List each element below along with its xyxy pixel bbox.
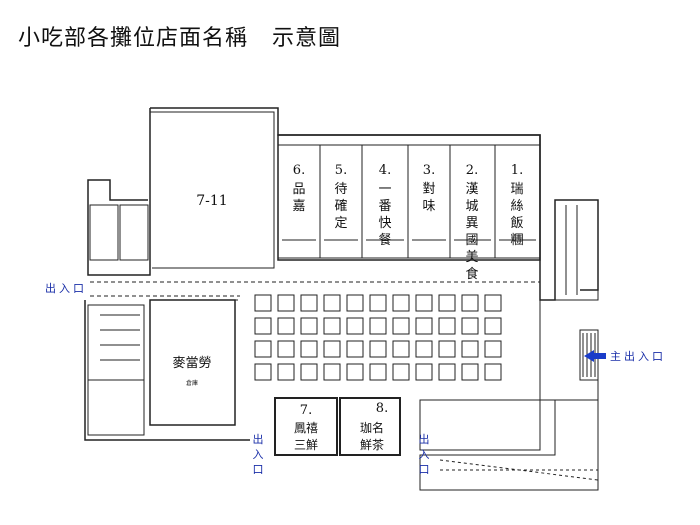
stall-8-name-line1: 珈名 — [360, 420, 384, 435]
seating-table — [461, 317, 479, 335]
bottom-right-exit-label: 出入口 — [419, 432, 430, 476]
seating-table — [461, 363, 479, 381]
seating-table — [392, 340, 410, 358]
seating-table — [484, 317, 502, 335]
bottom-left-exit-label: 出入口 — [253, 432, 264, 476]
stall-3-name-char: 味 — [422, 199, 435, 214]
stall-2-name-char: 異 — [465, 216, 478, 231]
stall-4-name-char: 番 — [378, 199, 391, 214]
seating-table — [438, 363, 456, 381]
seating-table — [392, 317, 410, 335]
seating-table — [369, 340, 387, 358]
seating-table — [346, 340, 364, 358]
main-exit-arrow-icon — [584, 350, 606, 362]
stall-4-name-char: 快 — [378, 216, 391, 231]
seating-table — [254, 340, 272, 358]
stall-3-name-char: 對 — [422, 182, 435, 197]
page-title: 小吃部各攤位店面名稱 示意圖 — [18, 26, 341, 51]
seating-table — [346, 363, 364, 381]
seating-table — [484, 363, 502, 381]
seating-table — [300, 363, 318, 381]
seating-table — [323, 340, 341, 358]
seating-table — [277, 340, 295, 358]
stall-2-name-char: 食 — [465, 266, 478, 282]
seating-table — [438, 294, 456, 312]
stall-6-name-char: 嘉 — [292, 199, 305, 214]
stall-1-name-char: 飯 — [510, 216, 523, 231]
stall-4-number: 4. — [379, 163, 391, 178]
seating-table — [369, 363, 387, 381]
seating-table — [346, 317, 364, 335]
seating-table — [415, 340, 433, 358]
seating-table — [415, 294, 433, 312]
stall-8-name-line2: 鮮茶 — [360, 437, 384, 452]
seating-table — [254, 294, 272, 312]
mcdonalds-sub-label: 倉庫 — [186, 379, 198, 387]
seating-table — [415, 363, 433, 381]
seating-table — [277, 363, 295, 381]
stall-8-number: 8. — [376, 401, 388, 416]
seating-table — [300, 340, 318, 358]
stall-2-name-char: 漢 — [465, 182, 478, 197]
large-unit-label: 7-11 — [196, 193, 227, 209]
stall-2-name-char: 城 — [465, 199, 478, 214]
stall-2-name-char: 美 — [465, 250, 478, 265]
svg-text:出入口: 出入口 — [419, 432, 430, 476]
seating-table — [392, 363, 410, 381]
stall-1-number: 1. — [511, 163, 523, 178]
seating-table — [392, 294, 410, 312]
stall-5-name-char: 待 — [334, 182, 347, 197]
main-exit-label: 主出入口 — [610, 349, 666, 363]
stall-5-name-char: 定 — [334, 216, 347, 231]
seating-table — [369, 317, 387, 335]
seating-table — [461, 340, 479, 358]
seating-table — [323, 317, 341, 335]
seating-table — [415, 317, 433, 335]
svg-text:出入口: 出入口 — [253, 432, 264, 476]
stall-5-name-char: 確 — [334, 198, 347, 214]
left-exit-label: 出入口 — [45, 281, 87, 295]
seating-table — [369, 294, 387, 312]
stall-6-name-char: 品 — [292, 182, 305, 197]
seating-table — [484, 340, 502, 358]
stall-1-name-char: 絲 — [510, 199, 523, 214]
seating-table — [323, 363, 341, 381]
stall-2-name-char: 國 — [465, 233, 478, 248]
stall-1-name-char: 瑞 — [510, 182, 523, 197]
seating-table — [277, 317, 295, 335]
stall-7-number: 7. — [300, 403, 312, 418]
seating-table — [300, 294, 318, 312]
seating-table — [346, 294, 364, 312]
seating-table — [254, 363, 272, 381]
stall-3-number: 3. — [423, 163, 435, 178]
stall-1-name-char: 糰 — [510, 233, 523, 248]
seating-table — [323, 294, 341, 312]
mcdonalds-label: 麥當勞 — [172, 355, 211, 371]
stall-7-name-line2: 三鮮 — [294, 438, 318, 452]
seating-table — [438, 317, 456, 335]
stall-2-number: 2. — [466, 163, 478, 178]
seating-table — [461, 294, 479, 312]
stall-5-number: 5. — [335, 163, 347, 178]
seating-table — [254, 317, 272, 335]
seating-table — [438, 340, 456, 358]
seating-table — [277, 294, 295, 312]
stall-4-name-char: 餐 — [378, 232, 391, 248]
stall-6-number: 6. — [293, 163, 305, 178]
seating-table — [300, 317, 318, 335]
stall-4-name-char: 一 — [378, 182, 391, 197]
stall-7-name-line1: 鳳禧 — [294, 421, 318, 435]
seating-table — [484, 294, 502, 312]
